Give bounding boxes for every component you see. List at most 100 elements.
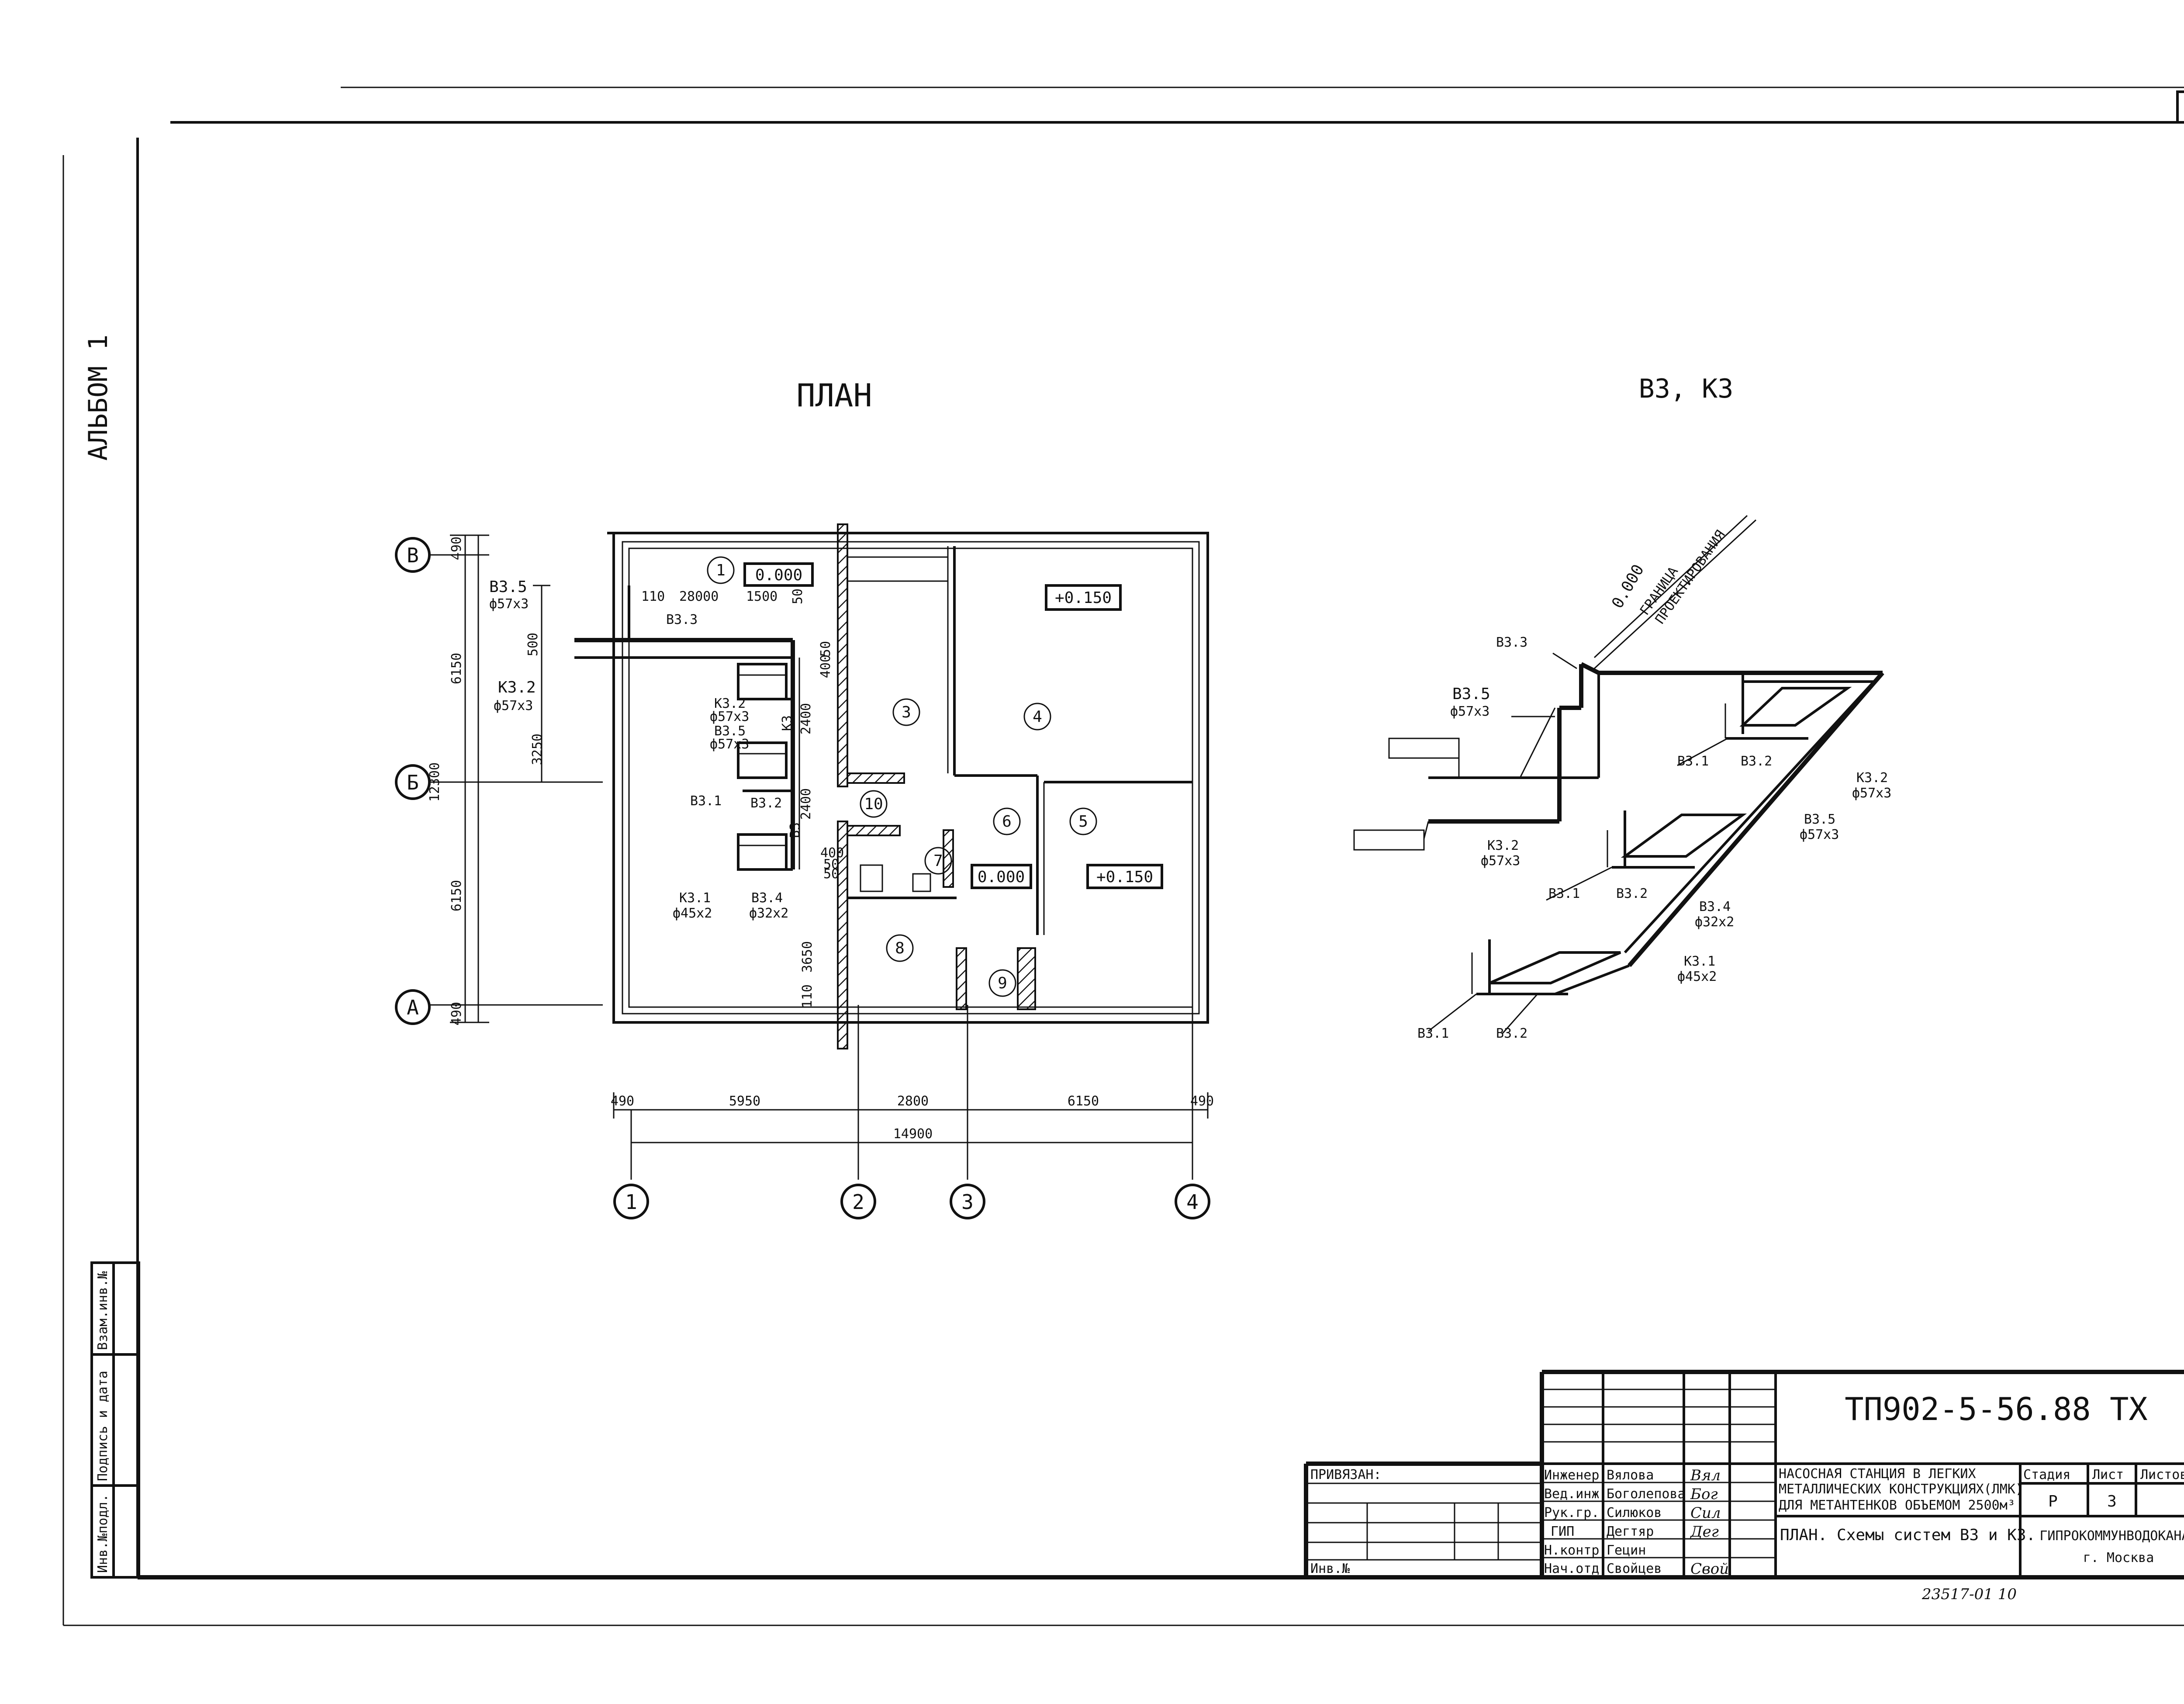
plan-label-k32-dim: ф57х3 — [494, 698, 533, 713]
inner-dim-50a: 50 — [790, 589, 805, 604]
room-3: 3 — [902, 703, 911, 721]
dim-bottom-490-right: 490 — [1190, 1094, 1214, 1109]
room-5: 5 — [1078, 813, 1088, 831]
scheme-label-k32r: К3.2 — [1856, 770, 1888, 786]
plan-label-k32b: К3.2 — [714, 696, 746, 711]
role-group-head: Рук.гр. — [1544, 1505, 1599, 1520]
dim-left-6150-bottom: 6150 — [449, 880, 464, 911]
level-room4: +0.150 — [1055, 589, 1112, 607]
scheme-label-v34-dim: ф32х2 — [1695, 914, 1734, 930]
scheme-title: В3, К3 — [1639, 374, 1734, 404]
dim-bottom-5950: 5950 — [729, 1094, 760, 1109]
side-stamp: Инв.№подл. Подпись и дата Взам.инв.№ — [90, 1261, 140, 1579]
role-chief-engineer: ГИП — [1551, 1524, 1574, 1539]
name-dept-head: Свойцев — [1607, 1561, 1662, 1576]
name-group-head: Силюков — [1607, 1505, 1662, 1520]
role-dept-head: Нач.отд. — [1544, 1561, 1607, 1576]
axis-col-4: 4 — [1186, 1190, 1199, 1214]
plan-label-k32: К3.2 — [498, 679, 536, 696]
signature-group-head: Сил — [1690, 1504, 1721, 1522]
signature-lead-engineer: Бог — [1690, 1486, 1718, 1503]
org-name: ГИПРОКОММУНВОДОКАНАЛ — [2039, 1528, 2184, 1544]
inner-dim-500: 500 — [525, 633, 541, 656]
room-10: 10 — [864, 795, 883, 813]
plan-label-v35b-dim: ф57х3 — [710, 737, 749, 752]
scheme-label-v35: В3.5 — [1452, 685, 1490, 703]
role-lead-engineer: Вед.инж. — [1544, 1486, 1607, 1502]
name-engineer: Вялова — [1607, 1468, 1654, 1483]
plan-label-k32b-dim: ф57х3 — [710, 709, 749, 724]
axis-row-v: В — [407, 544, 419, 567]
level-room5: +0.150 — [1096, 868, 1153, 886]
scheme-label-v32c: В3.2 — [1496, 1026, 1527, 1041]
inner-dim-3650: 3650 — [800, 941, 815, 973]
inner-dim-110b: 110 — [800, 984, 815, 1008]
bound-label: ПРИВЯЗАН: — [1310, 1467, 1382, 1482]
stage-value: Р — [2048, 1493, 2058, 1510]
inner-dim-3250: 3250 — [530, 734, 545, 765]
level-room6: 0.000 — [978, 868, 1025, 886]
dim-left-490-top: 490 — [449, 537, 464, 560]
side-stamp-sign: Подпись и дата — [95, 1371, 111, 1481]
plan-label-v33: В3.3 — [666, 612, 698, 627]
plan-label-v34: В3.4 — [751, 890, 783, 906]
scheme-label-k32r-dim: ф57х3 — [1852, 786, 1891, 801]
name-norm-control: Гецин — [1607, 1543, 1646, 1558]
scheme-label-v31a: В3.1 — [1677, 754, 1709, 769]
axis-row-b: Б — [407, 771, 419, 794]
signature-engineer: Вял — [1690, 1467, 1721, 1484]
sheet-value: 3 — [2107, 1493, 2117, 1510]
sheets-header: Листов — [2140, 1467, 2184, 1482]
sheet-name: ПЛАН. Схемы систем В3 и К3. — [1780, 1526, 2035, 1544]
plan-label-k3: К3 — [780, 715, 795, 731]
inner-dim-2400b: 2400 — [798, 788, 814, 820]
scheme-label-v35r-dim: ф57х3 — [1800, 827, 1839, 842]
plan-label-k31-dim: ф45х2 — [673, 906, 712, 921]
side-stamp-inv: Инв.№подл. — [95, 1494, 111, 1573]
room-9: 9 — [998, 974, 1007, 992]
scheme-drawing — [1353, 515, 1884, 1034]
plan-label-v32: В3.2 — [750, 796, 782, 811]
signature-dept-head: Свой — [1690, 1560, 1729, 1578]
album-label: АЛЬБОМ 1 — [83, 335, 114, 461]
scheme-label-v32b: В3.2 — [1616, 886, 1648, 901]
dim-left-490-bottom: 490 — [449, 1002, 464, 1025]
plan-label-v3: В3 — [788, 822, 803, 838]
plan-label-v34-dim: ф32х2 — [749, 906, 788, 921]
inner-dim-110: 110 — [641, 589, 665, 604]
room-7: 7 — [933, 852, 943, 870]
dim-bottom-6150: 6150 — [1068, 1094, 1099, 1109]
inner-dim-28000: 28000 — [679, 589, 719, 604]
project-line-1: НАСОСНАЯ СТАНЦИЯ В ЛЕГКИХ — [1779, 1466, 1976, 1482]
scheme-label-v33: В3.3 — [1496, 635, 1527, 650]
project-line-3: ДЛЯ МЕТАНТЕНКОВ ОБЪЕМОМ 2500м³ — [1779, 1498, 2015, 1513]
project-line-2: МЕТАЛЛИЧЕСКИХ КОНСТРУКЦИЯХ(ЛМК) — [1779, 1482, 2023, 1497]
axis-row-a: А — [407, 996, 419, 1019]
name-chief-engineer: Дегтяр — [1607, 1524, 1654, 1539]
plan-drawing — [395, 523, 1210, 1219]
scheme-label-k31-dim: ф45х2 — [1677, 969, 1717, 984]
inner-dim-50b: 50 — [818, 641, 833, 657]
doc-code: ТП902-5-56.88 ТХ — [1845, 1391, 2148, 1427]
scheme-label-v35-dim: ф57х3 — [1450, 704, 1489, 719]
room-4: 4 — [1033, 708, 1042, 726]
scheme-label-k31: К3.1 — [1684, 954, 1715, 969]
scheme-label-k32-dim: ф57х3 — [1481, 853, 1520, 869]
role-engineer: Инженер — [1544, 1468, 1599, 1483]
inner-dim-50c: 50 — [823, 866, 839, 882]
scheme-label-v31c: В3.1 — [1417, 1026, 1449, 1041]
name-lead-engineer: Боголепова — [1607, 1486, 1686, 1502]
scheme-label-k32: К3.2 — [1487, 838, 1519, 853]
role-norm-control: Н.контр. — [1544, 1543, 1607, 1558]
scheme-label-v34: В3.4 — [1699, 899, 1731, 914]
inner-dim-400a: 400 — [818, 655, 833, 678]
scheme-label-v35r: В3.5 — [1804, 812, 1835, 827]
inner-dim-50d: 50 — [823, 857, 839, 872]
axis-col-3: 3 — [961, 1190, 974, 1214]
level-room1: 0.000 — [755, 566, 802, 584]
sheet-header: Лист — [2092, 1467, 2124, 1482]
dim-bottom-2800: 2800 — [897, 1094, 929, 1109]
scheme-label-v32a: В3.2 — [1741, 754, 1772, 769]
axis-col-1: 1 — [625, 1190, 637, 1214]
archive-number: 23517-01 10 — [1921, 1586, 2017, 1603]
